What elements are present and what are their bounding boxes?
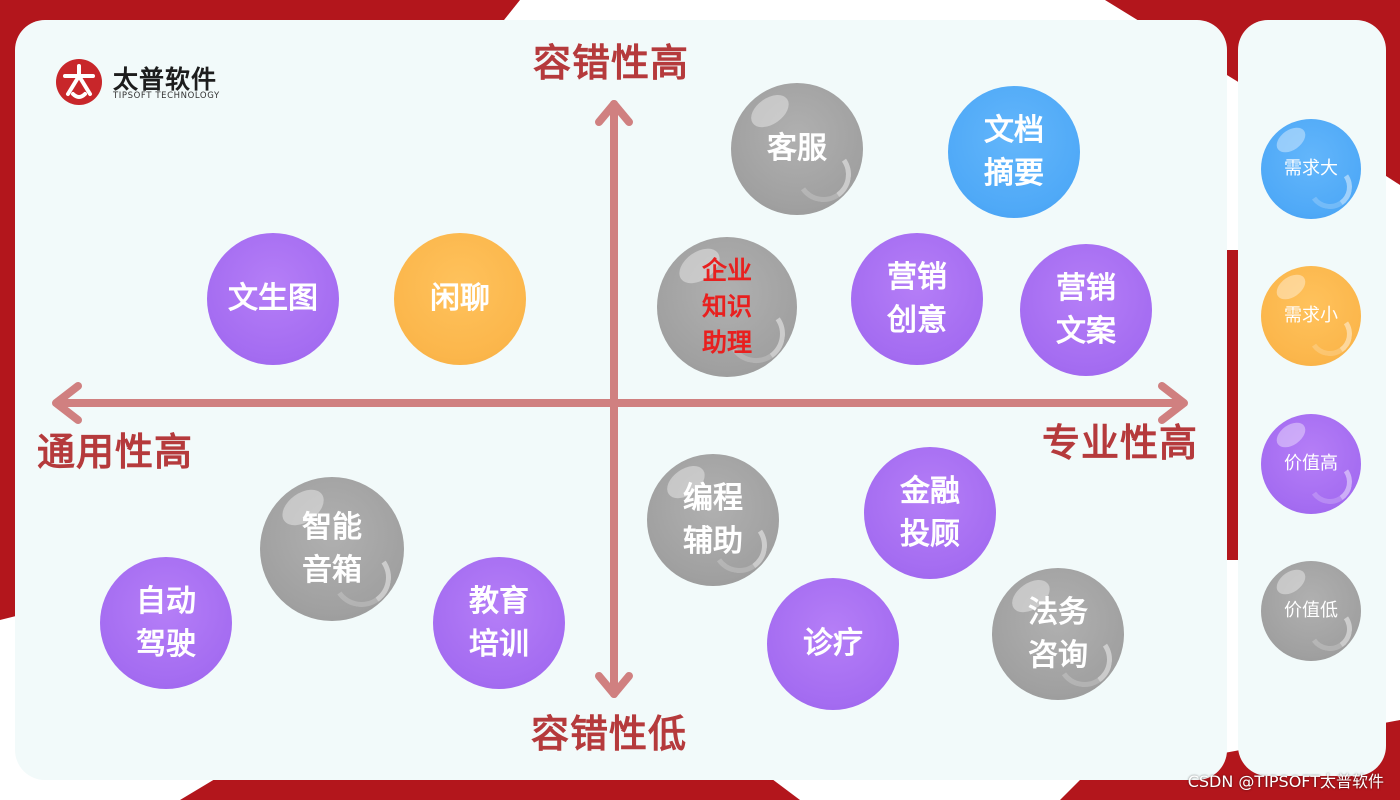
logo-name-cn: 太普软件 — [113, 65, 218, 94]
bubble-label: 营销 文案 — [1056, 270, 1116, 350]
logo-name-en: TIPSOFT TECHNOLOGY — [113, 91, 220, 101]
bubble-financial-advisory: 金融 投顾 — [864, 447, 996, 579]
legend-value-low: 价值低 — [1261, 561, 1361, 661]
bubble-autonomous-driving: 自动 驾驶 — [100, 557, 232, 689]
bubble-label: 营销 创意 — [887, 259, 947, 339]
bubble-text-to-image: 文生图 — [207, 233, 339, 365]
watermark: CSDN @TIPSOFT太普软件 — [1187, 772, 1384, 791]
legend-value-high: 价值高 — [1261, 414, 1361, 514]
legend-label: 需求小 — [1284, 304, 1338, 326]
company-logo: 太普软件 TIPSOFT TECHNOLOGY — [55, 58, 245, 108]
bubble-label: 金融 投顾 — [900, 473, 960, 553]
bubble-label: 文生图 — [228, 281, 318, 317]
bubble-label: 企业 知识 助理 — [701, 255, 752, 358]
axis-label-left: 通用性高 — [37, 430, 194, 474]
logo-mark-icon — [56, 59, 102, 105]
axis-label-bottom: 容错性低 — [531, 712, 688, 756]
right-arrowhead — [1158, 382, 1188, 424]
bubble-label: 智能 音箱 — [302, 509, 362, 589]
bubble-label: 闲聊 — [430, 281, 490, 317]
bg-shape-top-left — [0, 0, 520, 25]
bubble-chitchat: 闲聊 — [394, 233, 526, 365]
legend-label: 价值高 — [1284, 452, 1338, 474]
bubble-label: 法务 咨询 — [1028, 594, 1088, 674]
bubble-label: 教育 培训 — [469, 583, 529, 663]
bubble-label: 诊疗 — [803, 626, 863, 662]
bubble-smart-speaker: 智能 音箱 — [260, 477, 404, 621]
axis-label-right: 专业性高 — [1042, 421, 1199, 465]
legend-demand-low: 需求小 — [1261, 266, 1361, 366]
bubble-document-summary: 文档 摘要 — [948, 86, 1080, 218]
bubble-label: 文档 摘要 — [984, 112, 1044, 192]
bubble-marketing-copy: 营销 文案 — [1020, 244, 1152, 376]
bubble-marketing-creative: 营销 创意 — [851, 233, 983, 365]
bubble-diagnosis: 诊疗 — [767, 578, 899, 710]
bubble-label: 编程 辅助 — [683, 480, 743, 560]
top-arrowhead — [595, 100, 633, 126]
bubble-enterprise-knowledge-assistant: 企业 知识 助理 — [657, 237, 797, 377]
axis-label-top: 容错性高 — [533, 41, 690, 85]
bubble-education-training: 教育 培训 — [433, 557, 565, 689]
legend-label: 需求大 — [1284, 157, 1338, 179]
bottom-arrowhead — [595, 672, 633, 698]
bubble-programming-assist: 编程 辅助 — [647, 454, 779, 586]
left-arrowhead — [52, 382, 82, 424]
legend-demand-high: 需求大 — [1261, 119, 1361, 219]
bubble-legal-consulting: 法务 咨询 — [992, 568, 1124, 700]
bubble-customer-service: 客服 — [731, 83, 863, 215]
bubble-label: 客服 — [767, 131, 827, 167]
legend-label: 价值低 — [1284, 599, 1338, 621]
bubble-label: 自动 驾驶 — [136, 583, 196, 663]
